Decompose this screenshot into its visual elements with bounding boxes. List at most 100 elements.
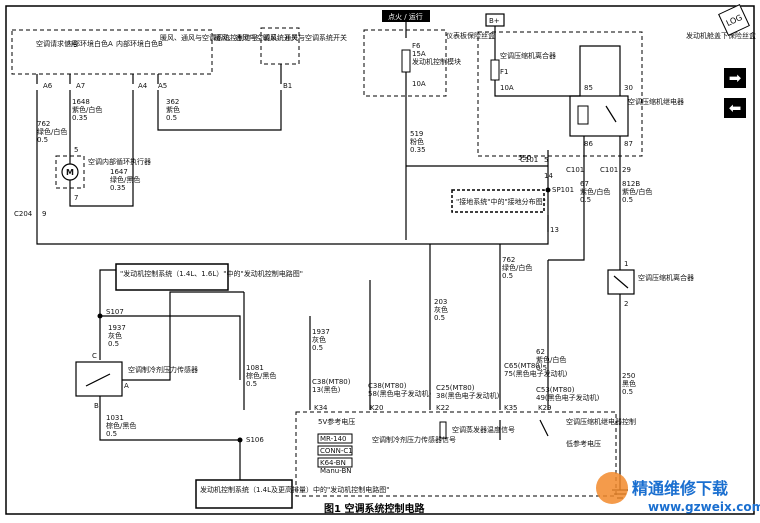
next-page-button[interactable]: ➡: [724, 68, 746, 88]
wire-812b-color: 紫色/白色: [622, 187, 652, 196]
wire-67-size: 0.5: [580, 196, 591, 204]
wire-1081-color: 棕色/黑色: [246, 371, 276, 380]
fuse-f6-desc: 发动机控制模块: [412, 57, 461, 66]
pin-sp101: SP101: [552, 186, 574, 194]
wire-1647-num: 1647: [110, 168, 128, 176]
ecm-block-mr140: MR-140: [320, 435, 347, 443]
wire-203-num: 203: [434, 298, 447, 306]
wire-519-color: 粉色: [410, 137, 424, 146]
wire-62-size: 0.5: [536, 364, 547, 372]
ecm-ground: 低参考电压: [566, 439, 601, 448]
wire-1937-size: 0.5: [108, 340, 119, 348]
module-label-ac-request: 空调请求信号: [36, 39, 78, 48]
wire-1937-color: 灰色: [108, 331, 122, 340]
diagram-frame: [5, 5, 755, 515]
pin-s106: S106: [246, 436, 264, 444]
pin-k35: K35: [504, 404, 518, 412]
callout-ground-box: [451, 189, 545, 213]
relay-pin-85: 85: [584, 84, 593, 92]
clutch-pin-1: 1: [624, 260, 628, 268]
ecm-evap-sig: 空调蒸发器温度信号: [452, 425, 515, 434]
prev-page-button[interactable]: ⬅: [724, 98, 746, 118]
wire-250-num: 250: [622, 372, 635, 380]
ecm-c25b: 38(黑色电子发动机): [436, 391, 500, 400]
pin-a4: A4: [138, 82, 148, 90]
wire-812b-size: 0.5: [622, 196, 633, 204]
ign-power-box: [382, 10, 430, 22]
splice-sp101-icon: [545, 187, 551, 193]
ecm-block-c1-box: [317, 445, 353, 456]
motor-pin-5: 5: [74, 146, 78, 154]
wire-762b-num: 762: [502, 256, 515, 264]
ign-power-label: 点火 / 运行: [388, 12, 423, 21]
wire-callout-top: [99, 269, 116, 280]
engine-fuse-label: 发动机舱盖下保险丝盒: [686, 31, 756, 40]
ecm-signal: 空调制冷剂压力传感器信号: [372, 435, 456, 444]
wire-62-color: 紫色/白色: [536, 355, 566, 364]
ecm-resistor-icon: [439, 421, 447, 439]
engine-fuse-box: [477, 31, 643, 157]
wire-250-size: 0.5: [622, 388, 633, 396]
pin-b: B: [94, 402, 99, 410]
wire-519-size: 0.35: [410, 146, 426, 154]
wire-67: [548, 136, 585, 261]
b-plus-label: B+: [489, 17, 500, 25]
motor-label: 空调内部循环执行器: [88, 157, 151, 166]
ecm-clutch-ctrl: 空调压缩机继电器控制: [566, 417, 636, 426]
wire-1031-color: 棕色/黑色: [106, 421, 136, 430]
pin-b1: B1: [283, 82, 292, 90]
wire-762-color: 绿色/白色: [37, 127, 67, 136]
pin-s107: S107: [106, 308, 124, 316]
wire-1031-size: 0.5: [106, 430, 117, 438]
callout-top: "发动机控制系统（1.4L、1.6L）"中的"发动机控制电路图": [120, 269, 303, 278]
wire-fuse-relay: [494, 45, 621, 97]
ecm-switch-icon: [539, 419, 549, 437]
module-label-hvac-ctrl: 暖风、通风与空调系统控制信号: [160, 33, 258, 42]
ecm-c38b: 13(黑色): [312, 385, 341, 394]
watermark-logo-icon: [596, 472, 628, 504]
fuse-f1-amp: 空调压缩机离合器: [500, 51, 556, 60]
wire-362-size: 0.5: [166, 114, 177, 122]
pin-5: 5: [544, 156, 548, 164]
wire-203-size: 0.5: [434, 314, 445, 322]
motor-pin-7: 7: [74, 194, 78, 202]
wire-c204-sp101: [36, 215, 549, 245]
wire-812b-num: 812B: [622, 180, 640, 188]
pressure-sensor-icon: [85, 373, 111, 387]
pin-c101-c: C101: [600, 166, 618, 174]
ecm-c39b: 58(黑色电子发动机): [368, 389, 432, 398]
wire-62-num: 62: [536, 348, 545, 356]
ecm-c39: C38(MT80): [368, 382, 407, 390]
pin-a6: A6: [43, 82, 53, 90]
pin-k20: K20: [370, 404, 384, 412]
wire-1648-num: 1648: [72, 98, 90, 106]
module-label-hvac-switch: 暖风、通风与空调系统开关: [214, 33, 298, 42]
ecm-block-c2: K64-BN: [320, 459, 346, 467]
ecm-c53: C53(MT80): [536, 386, 575, 394]
module-label-inner-b: 内部环境白色B: [116, 39, 163, 48]
watermark-url: www.gzweix.com: [648, 500, 760, 514]
hvac-switch-box: [260, 27, 300, 65]
pin-a7: A7: [76, 82, 85, 90]
wire-519-num: 519: [410, 130, 423, 138]
module-label-hvac-switch2: 暖风、通风与空调系统开关: [263, 33, 347, 42]
pin-c101-b: C101: [566, 166, 584, 174]
wire-1647-size: 0.35: [110, 184, 126, 192]
pin-29: 29: [622, 166, 631, 174]
pin-9: 9: [42, 210, 46, 218]
pin-13: 13: [550, 226, 559, 234]
hvac-control-module-box: [11, 29, 213, 75]
module-label-inner-a: 内部环境白色A: [66, 39, 113, 48]
relay-switch-icon: [605, 105, 617, 123]
ecm-block-mr140-box: [317, 433, 353, 444]
pin-c204: C204: [14, 210, 33, 218]
wire-762b-size: 0.5: [502, 272, 513, 280]
fuse-f1-amp2: 10A: [500, 84, 514, 92]
wire-1937-bus: [100, 315, 241, 380]
wire-1937b-num: 1937: [312, 328, 330, 336]
pressure-sensor-box: [75, 361, 123, 397]
ecm-5v-ref: 5V参考电压: [318, 417, 355, 426]
wire-c101-550: 550: [518, 154, 531, 162]
fuse-f6-amp: 15A: [412, 50, 426, 58]
wire-1937b-color: 灰色: [312, 335, 326, 344]
